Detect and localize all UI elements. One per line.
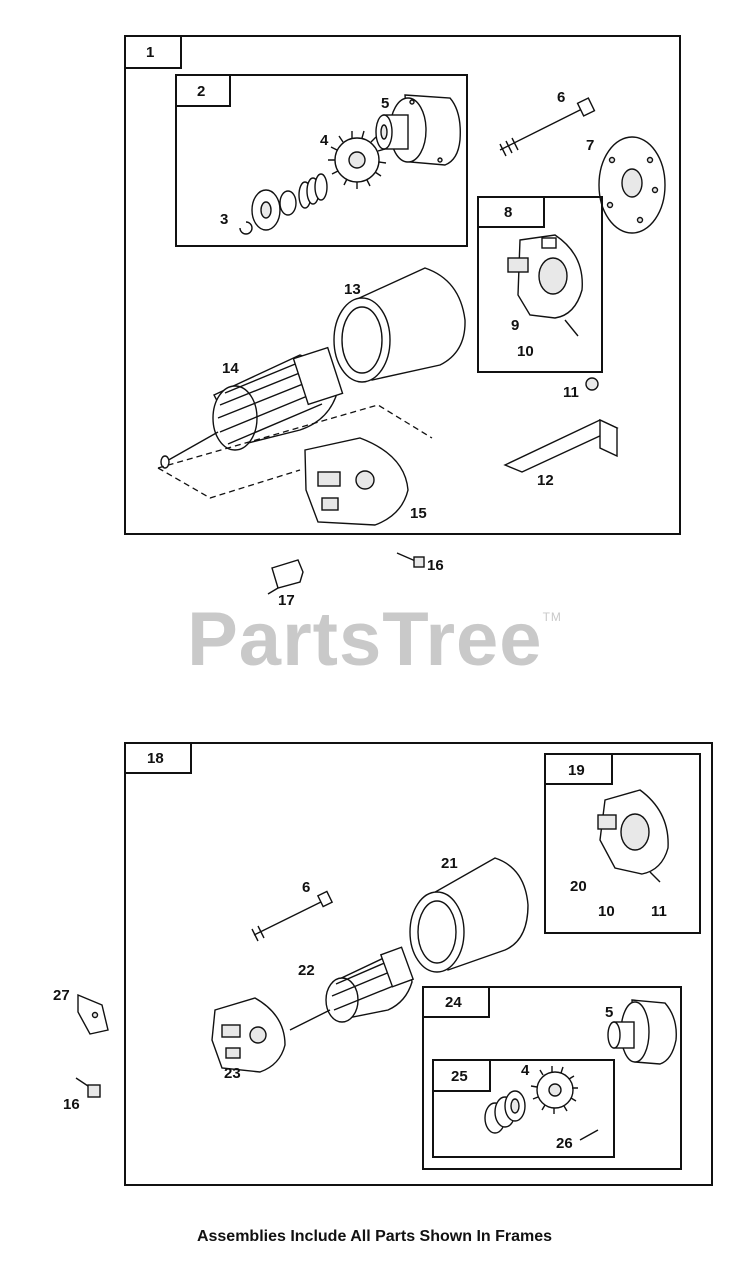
frame-tag-1: 1 — [146, 44, 154, 61]
assembly-frame-8: 8 — [477, 196, 603, 373]
frame-tag-18: 18 — [147, 750, 164, 767]
frame-tag-2: 2 — [197, 83, 205, 100]
pinion-gear-part — [328, 130, 387, 189]
part-label-9: 9 — [511, 317, 519, 334]
part-label-3: 3 — [220, 211, 228, 228]
brush-plate-assembly-part — [597, 789, 669, 883]
watermark-logo: PartsTreeTM — [187, 597, 562, 682]
part-label-6b: 6 — [302, 879, 310, 896]
motor-housing-part — [333, 267, 466, 383]
armature-22-part — [289, 946, 415, 1031]
assembly-frame-1: 1 — [124, 35, 681, 535]
screw-16-part — [396, 552, 425, 568]
brush-plate-part — [507, 234, 583, 319]
part-label-16b: 16 — [63, 1096, 80, 1113]
part-label-4b: 4 — [521, 1062, 530, 1079]
drive-end-cap-part — [375, 94, 461, 166]
part-label-10b: 10 — [598, 903, 615, 920]
part-label-22: 22 — [298, 962, 315, 979]
screw-16b-part — [75, 1077, 101, 1098]
assembly-frame-2: 2 — [175, 74, 468, 247]
end-cap-part — [304, 437, 409, 526]
spring-part — [298, 173, 328, 209]
drive-end-cap-5b-part — [607, 999, 677, 1065]
collar-part — [251, 189, 297, 231]
frame-tag-24: 24 — [445, 994, 462, 1011]
end-cap-23-part — [211, 997, 286, 1073]
bracket-27-part — [77, 993, 109, 1035]
thru-bolt-part — [499, 97, 596, 157]
pinion-gear-4b-part — [530, 1066, 578, 1114]
part-label-11b: 11 — [651, 903, 667, 920]
part-label-7: 7 — [586, 137, 594, 154]
part-label-23: 23 — [224, 1065, 241, 1082]
motor-housing-21-part — [409, 857, 529, 973]
clutch-spring-part — [484, 1090, 526, 1134]
dashed-frame-line — [157, 404, 433, 499]
part-label-5: 5 — [381, 95, 389, 112]
bracket-17-part — [267, 559, 304, 595]
assembly-frame-25: 25 — [432, 1059, 615, 1158]
assembly-frame-18: 18 — [124, 742, 713, 1186]
part-label-14: 14 — [222, 360, 239, 377]
part-label-4: 4 — [320, 132, 329, 149]
armature-part — [160, 346, 344, 469]
part-label-5b: 5 — [605, 1004, 613, 1021]
part-label-12: 12 — [537, 472, 554, 489]
part-label-26: 26 — [556, 1135, 573, 1152]
part-label-6: 6 — [557, 89, 565, 106]
part-label-27: 27 — [53, 987, 70, 1004]
bracket-strip-part — [503, 418, 619, 473]
frame-tag-25: 25 — [451, 1068, 468, 1085]
nut-part — [585, 377, 599, 391]
end-plate-part — [598, 136, 666, 234]
terminal-part — [564, 319, 579, 337]
diagram-caption: Assemblies Include All Parts Shown In Fr… — [196, 1228, 553, 1245]
part-label-20: 20 — [570, 878, 587, 895]
part-label-10: 10 — [517, 343, 534, 360]
thru-bolt-6-part — [251, 890, 334, 942]
retaining-ring-part — [239, 221, 253, 235]
part-label-15: 15 — [410, 505, 427, 522]
part-label-17: 17 — [278, 592, 295, 609]
assembly-frame-24: 24 — [422, 986, 682, 1170]
pin-part — [579, 1129, 599, 1141]
part-label-21: 21 — [441, 855, 458, 872]
assembly-frame-19: 19 — [544, 753, 701, 934]
part-label-13: 13 — [344, 281, 361, 298]
frame-tag-8: 8 — [504, 204, 512, 221]
frame-tag-19: 19 — [568, 762, 585, 779]
part-label-11: 11 — [563, 384, 579, 401]
part-label-16: 16 — [427, 557, 444, 574]
